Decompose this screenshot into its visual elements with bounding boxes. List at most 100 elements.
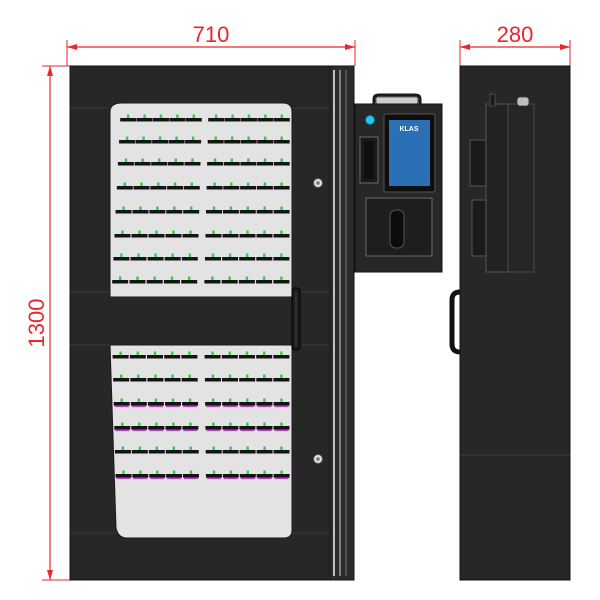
key-indicator-led	[280, 351, 283, 355]
key-indicator-led	[190, 182, 193, 186]
key-slot	[273, 162, 290, 166]
key-indicator-led	[228, 276, 231, 280]
key-indicator-led	[120, 253, 123, 257]
key-slot	[166, 210, 183, 214]
key-indicator-led	[138, 230, 141, 234]
key-indicator-led	[229, 230, 232, 234]
key-indicator-led	[154, 253, 157, 257]
key-indicator-led	[229, 206, 233, 210]
key-indicator-led	[246, 230, 249, 234]
key-indicator-led	[211, 276, 214, 280]
key-slot	[132, 210, 149, 214]
key-indicator-led	[171, 253, 174, 257]
key-slot	[146, 280, 163, 284]
key-indicator-led	[189, 470, 193, 474]
key-indicator-led	[188, 374, 191, 378]
key-slot	[205, 402, 222, 406]
key-indicator-led	[156, 470, 159, 474]
key-slot	[131, 426, 148, 430]
key-tag	[257, 477, 272, 480]
key-indicator-led	[154, 398, 158, 402]
key-slot	[114, 426, 131, 430]
key-slot	[273, 140, 290, 144]
key-slot	[256, 426, 273, 430]
key-slot	[273, 450, 290, 454]
key-slot	[256, 355, 273, 359]
key-slot	[112, 280, 129, 284]
key-tag	[132, 429, 147, 432]
key-indicator-led	[188, 276, 191, 280]
key-indicator-led	[143, 114, 146, 118]
key-indicator-led	[215, 114, 218, 118]
key-slot	[224, 140, 241, 144]
key-slot	[136, 118, 153, 122]
key-slot	[152, 140, 169, 144]
key-indicator-led	[264, 136, 267, 140]
key-indicator-led	[246, 374, 249, 378]
key-indicator-led	[246, 398, 249, 402]
key-indicator-led	[212, 422, 215, 426]
key-indicator-led	[263, 253, 266, 257]
key-slot	[208, 118, 225, 122]
key-tag	[206, 429, 221, 432]
key-slot	[273, 234, 290, 238]
key-slot	[257, 140, 274, 144]
key-indicator-led	[190, 206, 193, 210]
key-indicator-led	[212, 446, 215, 450]
key-indicator-led	[192, 114, 195, 118]
dimension-depth: 280	[459, 22, 571, 66]
key-indicator-led	[158, 158, 161, 162]
key-slot	[148, 450, 165, 454]
key-tag	[257, 429, 272, 432]
key-slot	[206, 186, 223, 190]
key-slot	[116, 186, 133, 190]
key-slot	[204, 355, 221, 359]
key-indicator-led	[280, 470, 283, 474]
key-slot	[133, 186, 150, 190]
key-slot	[239, 210, 256, 214]
key-indicator-led	[189, 422, 192, 426]
key-slot	[130, 257, 147, 261]
key-indicator-led	[229, 446, 232, 450]
key-indicator-led	[211, 398, 215, 402]
key-indicator-led	[172, 422, 175, 426]
key-slot	[239, 450, 256, 454]
key-indicator-led	[211, 374, 215, 378]
key-tag	[257, 405, 272, 408]
key-slot	[164, 257, 181, 261]
key-indicator-led	[188, 253, 191, 257]
depth-label: 280	[497, 22, 534, 47]
key-indicator-led	[119, 276, 122, 280]
key-slot	[164, 355, 181, 359]
key-indicator-led	[246, 422, 249, 426]
key-indicator-led	[125, 136, 129, 140]
keyhole-icon[interactable]	[389, 209, 405, 249]
key-slot	[183, 474, 199, 478]
key-indicator-led	[172, 446, 175, 450]
key-indicator-led	[280, 230, 283, 234]
key-indicator-led	[280, 114, 283, 118]
key-slot	[185, 118, 202, 122]
key-indicator-led	[120, 398, 123, 402]
key-slot	[120, 118, 137, 122]
key-slot	[222, 257, 239, 261]
side-handle-icon[interactable]	[449, 289, 461, 355]
key-slot	[115, 474, 132, 478]
key-slot	[223, 162, 240, 166]
key-slot	[223, 186, 240, 190]
key-slot	[164, 378, 181, 382]
key-indicator-led	[191, 158, 194, 162]
key-indicator-led	[140, 182, 143, 186]
key-indicator-led	[142, 136, 145, 140]
key-indicator-led	[247, 158, 250, 162]
key-indicator-led	[280, 158, 283, 162]
key-slot	[165, 402, 181, 406]
touch-screen[interactable]	[389, 120, 430, 186]
key-slot	[222, 426, 239, 430]
key-tag	[166, 429, 181, 432]
key-indicator-led	[280, 182, 283, 186]
key-indicator-led	[280, 206, 283, 210]
key-indicator-led	[247, 136, 250, 140]
key-slot	[114, 234, 131, 238]
upper-viewing-window	[109, 102, 293, 298]
